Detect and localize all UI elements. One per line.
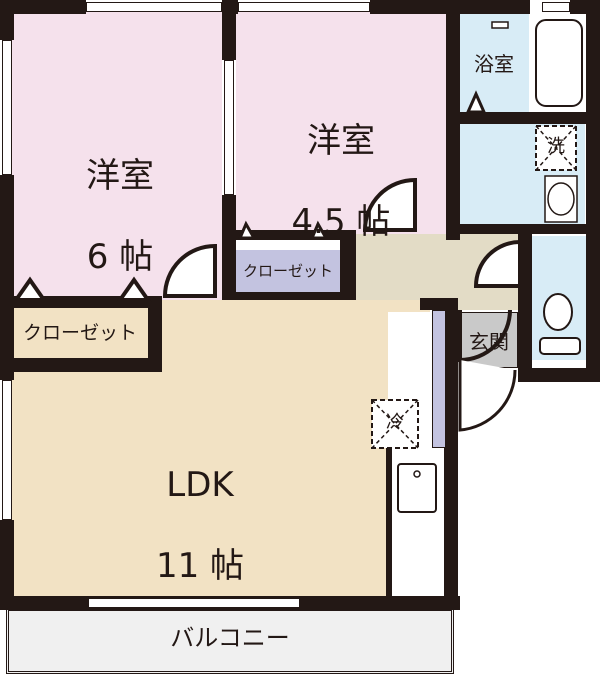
wall-closet2-right: [340, 230, 356, 300]
shoe-cabinet: [432, 310, 446, 448]
label-western-6: 洋室 6 帖: [40, 115, 200, 319]
closet-2: [236, 250, 340, 294]
room-size: 4.5 帖: [291, 202, 391, 243]
hallway-lower: [456, 300, 518, 310]
room-size: 6 帖: [86, 237, 154, 278]
wall-closet1-bottom: [0, 358, 162, 372]
wall-closet2-bottom: [222, 292, 356, 300]
room-name: 洋室: [307, 120, 375, 161]
wall-mid-v: [222, 0, 236, 60]
wall-closet1-right: [148, 296, 162, 372]
wall-bath-bottom: [446, 112, 600, 124]
wall-left-3: [0, 520, 14, 610]
label-ldk: LDK 11 帖: [100, 424, 300, 628]
label-closet-2: クローゼット: [242, 262, 333, 280]
label-bathroom: 浴室: [474, 52, 514, 76]
label-western-45: 洋室 4.5 帖: [256, 80, 426, 284]
label-entrance: 玄関: [469, 330, 509, 354]
label-fridge: 冷: [386, 412, 404, 433]
wall-entry-v: [444, 298, 458, 608]
window-bottom-ldk: [88, 598, 300, 608]
window-top-45: [238, 2, 370, 12]
wall-mid-v2: [222, 195, 236, 300]
wall-45-bottom: [236, 230, 356, 240]
wall-kitchen-left: [386, 448, 392, 608]
wall-wash-bottom: [446, 224, 600, 234]
label-balcony: バルコニー: [170, 624, 290, 652]
wall-left-2: [0, 175, 14, 380]
window-left-6: [2, 40, 12, 175]
wall-top-left: [0, 0, 86, 14]
window-top-6: [86, 2, 222, 12]
label-washer: 洗: [547, 136, 565, 157]
window-mid: [224, 60, 234, 195]
room-name: LDK: [166, 464, 234, 505]
room-name: 洋室: [86, 155, 154, 196]
wall-toilet-bottom: [518, 368, 600, 382]
room-size: 11 帖: [155, 546, 245, 587]
window-top-bath: [542, 2, 570, 12]
bathroom: [459, 14, 529, 112]
label-closet-1: クローゼット: [22, 322, 137, 344]
balcony: [6, 608, 454, 674]
room-ldk-upper: [160, 300, 430, 312]
wall-left: [0, 0, 14, 40]
wall-right: [586, 0, 600, 380]
room-western-6: [12, 12, 222, 300]
room-ldk: [12, 308, 388, 600]
window-left-ldk: [2, 380, 12, 520]
